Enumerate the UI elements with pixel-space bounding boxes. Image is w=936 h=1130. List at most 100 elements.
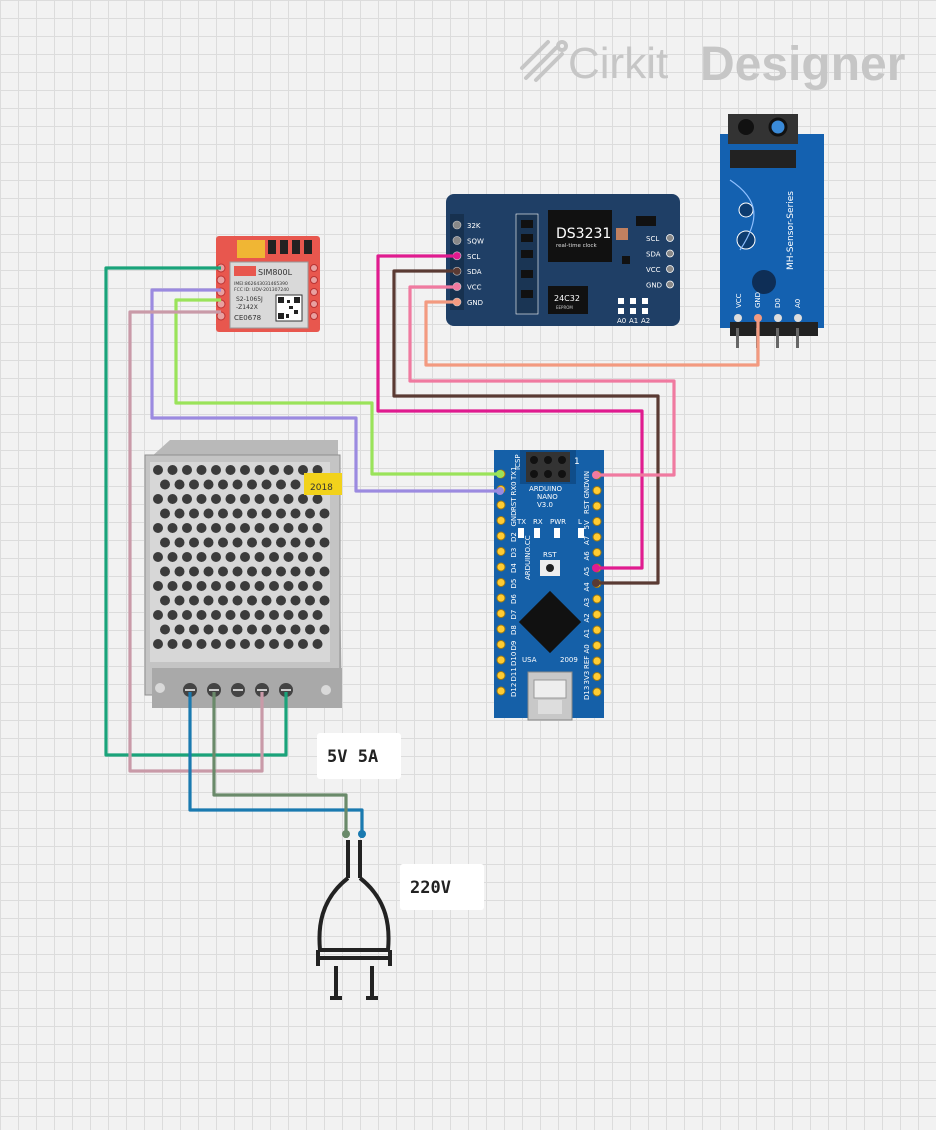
nano-right-pin-label: GND: [583, 482, 591, 498]
nano-right-pin[interactable]: [592, 501, 602, 511]
psu-vent-hole: [167, 639, 178, 649]
ds3231-rtc-module[interactable]: DS3231 real-time clock 24C32 EEPROM 32KS…: [446, 194, 680, 326]
nano-left-pin[interactable]: [496, 640, 506, 649]
sim800l-module[interactable]: SIM800L IMEI:862643031465390 FCC ID: UDV…: [216, 236, 320, 332]
nano-right-pin[interactable]: [592, 641, 602, 650]
psu-vent-hole: [269, 494, 279, 504]
ir-pin-gnd-label: GND: [754, 292, 762, 308]
nano-left-pin[interactable]: [496, 547, 506, 556]
rtc-right-pin-label: SDA: [646, 251, 661, 259]
nano-right-pin[interactable]: [592, 610, 602, 619]
psu-vent-hole: [174, 508, 185, 519]
psu-vent-hole: [167, 552, 178, 562]
rtc-left-pin-label: 32K: [467, 222, 481, 230]
nano-right-pin-label: RST: [583, 500, 591, 514]
psu-vent-hole: [261, 537, 272, 548]
nano-name-2: NANO: [537, 493, 558, 501]
psu-vent-hole: [312, 523, 323, 533]
psu-vent-hole: [319, 566, 330, 577]
psu-vent-hole: [211, 639, 221, 649]
rtc-right-pin[interactable]: [666, 234, 674, 242]
arduino-nano-board[interactable]: ICSP 1 ARDUINO NANO V3.0 TX RX PWR L RST…: [494, 450, 604, 721]
psu-vent-hole: [189, 566, 199, 577]
psu-vent-hole: [290, 595, 301, 606]
psu-vent-hole: [269, 465, 279, 475]
nano-right-pin[interactable]: [592, 625, 602, 635]
psu-vent-hole: [254, 581, 265, 591]
nano-left-pin[interactable]: [496, 593, 506, 603]
psu-vent-hole: [312, 610, 323, 620]
nano-left-pin[interactable]: [496, 655, 506, 665]
nano-right-pin-label: A1: [583, 629, 591, 638]
psu-vent-hole: [218, 624, 228, 635]
nano-right-pin[interactable]: [592, 532, 602, 542]
power-supply-module[interactable]: 2018: [144, 440, 342, 708]
psu-vent-hole: [232, 566, 243, 577]
psu-vent-hole: [240, 494, 250, 504]
rtc-left-pin[interactable]: [452, 220, 462, 230]
rtc-left-pin-label: SDA: [467, 268, 482, 276]
nano-left-pin[interactable]: [496, 531, 506, 541]
psu-vent-hole: [167, 494, 178, 504]
rtc-right-pin[interactable]: [666, 280, 674, 289]
nano-right-pin[interactable]: [592, 517, 602, 526]
psu-vent-hole: [167, 465, 178, 475]
rtc-right-pin[interactable]: [666, 265, 674, 273]
psu-vent-hole: [225, 465, 236, 475]
nano-right-pin[interactable]: [592, 687, 602, 697]
rtc-addr-a2: A2: [641, 317, 650, 325]
nano-right-pin[interactable]: [592, 594, 602, 604]
nano-left-pin-label: RST: [510, 497, 518, 511]
psu-vent-hole: [189, 537, 199, 548]
nano-left-pin[interactable]: [496, 578, 506, 587]
psu-vent-hole: [312, 465, 323, 475]
nano-right-pin[interactable]: [592, 656, 602, 666]
rtc-left-pin[interactable]: [452, 236, 462, 245]
ir-sensor-module[interactable]: MH-Sensor-Series VCC GND D0 A0: [720, 114, 824, 348]
psu-vent-hole: [203, 479, 214, 490]
psu-vent-hole: [283, 581, 294, 591]
psu-vent-hole: [240, 465, 250, 475]
nano-left-pin[interactable]: [496, 686, 506, 696]
psu-vent-hole: [276, 479, 286, 490]
psu-vent-hole: [232, 537, 243, 548]
nano-left-pin[interactable]: [496, 609, 506, 618]
nano-left-pin[interactable]: [496, 624, 506, 634]
psu-vent-hole: [298, 581, 308, 591]
nano-right-pin[interactable]: [592, 548, 602, 557]
rtc-right-pin-label: VCC: [646, 266, 661, 274]
psu-vent-hole: [182, 523, 192, 533]
rtc-left-pin-label: VCC: [467, 284, 482, 292]
rtc-right-pin[interactable]: [666, 249, 674, 258]
psu-vent-hole: [182, 639, 192, 649]
nano-right-pin[interactable]: [592, 672, 602, 681]
nano-left-pin-label: D7: [510, 610, 518, 620]
nano-left-pin[interactable]: [496, 500, 506, 510]
psu-vent-hole: [283, 523, 294, 533]
psu-vent-hole: [298, 523, 308, 533]
ac-plug[interactable]: [316, 840, 392, 1000]
ds3231-chip-label: DS3231: [556, 226, 611, 242]
psu-vent-hole: [247, 566, 257, 577]
psu-vent-hole: [305, 624, 315, 635]
psu-vent-hole: [160, 479, 170, 490]
psu-vent-hole: [196, 581, 207, 591]
nano-right-pin[interactable]: [592, 486, 602, 495]
psu-vent-hole: [153, 639, 163, 649]
nano-left-pin-label: D3: [510, 548, 518, 558]
psu-vent-hole: [153, 552, 163, 562]
nano-right-pin-label: A4: [583, 582, 591, 592]
nano-left-pin[interactable]: [496, 671, 506, 680]
psu-vent-hole: [269, 581, 279, 591]
nano-left-pin-label: TX1: [510, 466, 518, 481]
wires: [104, 254, 760, 838]
nano-left-pin[interactable]: [496, 516, 506, 525]
psu-vent-hole: [167, 610, 178, 620]
psu-vent-hole: [312, 494, 323, 504]
nano-right-pin-label: A6: [583, 551, 591, 561]
nano-left-pin[interactable]: [496, 562, 506, 572]
psu-vent-hole: [254, 465, 265, 475]
psu-vent-hole: [298, 494, 308, 504]
psu-vent-hole: [225, 610, 236, 620]
